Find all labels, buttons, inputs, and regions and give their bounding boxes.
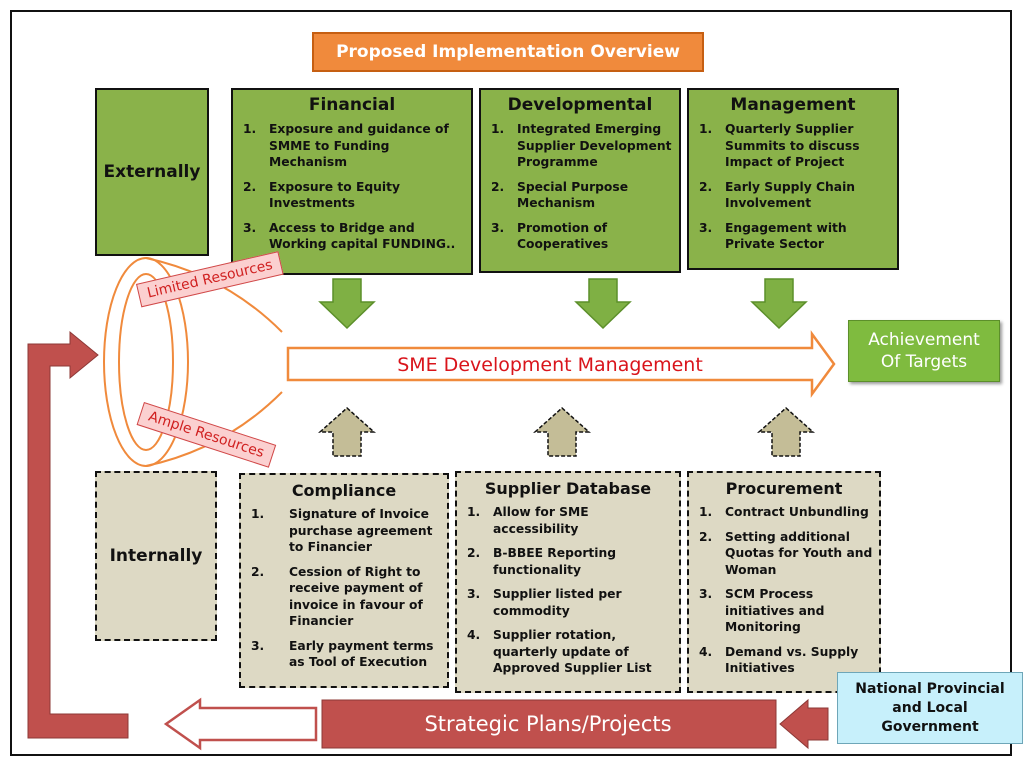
strategic-label: Strategic Plans/Projects [424, 712, 672, 736]
procurement-heading: Procurement [725, 479, 843, 498]
government-arrow [779, 698, 829, 750]
list-item: 1.Allow for SME accessibility [467, 505, 589, 536]
up-arrow-procurement [757, 406, 815, 457]
strategic-banner [321, 699, 777, 749]
up-arrow-compliance [318, 406, 376, 457]
list-item: 2.Exposure to Equity Investments [243, 179, 401, 211]
funnel-inner-ellipse [118, 273, 174, 451]
sme-arrow [286, 330, 836, 398]
government-label: National Provincial and Local Government [855, 680, 1005, 735]
list-item: 2.Special Purpose Mechanism [491, 179, 629, 211]
management-heading: Management [730, 95, 856, 115]
list-item: 3.SCM Process initiatives and Monitoring [699, 587, 825, 634]
list-item: 2.B-BBEE Reporting functionality [467, 546, 617, 577]
sme-development-label: SME Development Management [397, 354, 703, 376]
list-item: 3.Early payment terms as Tool of Executi… [251, 638, 434, 670]
financial-box: Financial 1.Exposure and guidance of SMM… [231, 88, 473, 275]
government-box: National Provincial and Local Government [837, 672, 1023, 744]
list-item: 2.Early Supply Chain Involvement [699, 179, 856, 211]
list-item: 1.Contract Unbundling [699, 505, 869, 519]
list-item: 3.Supplier listed per commodity [467, 587, 622, 618]
procurement-box: Procurement 1.Contract Unbundling 2.Sett… [687, 471, 881, 693]
down-arrow-financial [318, 278, 376, 330]
strategic-left-arrow [163, 697, 318, 751]
supplier-database-heading: Supplier Database [484, 479, 652, 498]
achievement-box: Achievement Of Targets [848, 320, 1000, 382]
management-box: Management 1.Quarterly Supplier Summits … [687, 88, 899, 270]
list-item: 1.Integrated Emerging Supplier Developme… [491, 122, 672, 169]
list-item: 3.Promotion of Cooperatives [491, 220, 609, 252]
feedback-loop-arrow [27, 330, 129, 739]
list-item: 4.Demand vs. Supply Initiatives [699, 644, 859, 676]
up-arrow-supplier-database [533, 406, 591, 457]
list-item: 2.Setting additional Quotas for Youth an… [699, 529, 873, 577]
list-item: 1.Exposure and guidance of SMME to Fundi… [243, 122, 449, 169]
compliance-heading: Compliance [291, 481, 397, 500]
externally-box: Externally [95, 88, 209, 256]
list-item: 2.Cession of Right to receive payment of… [251, 564, 423, 629]
developmental-box: Developmental 1.Integrated Emerging Supp… [479, 88, 681, 273]
list-item: 3.Engagement with Private Sector [699, 220, 847, 252]
financial-heading: Financial [308, 95, 396, 115]
list-item: 3.Access to Bridge and Working capital F… [243, 220, 456, 252]
internally-label: Internally [109, 546, 203, 566]
down-arrow-management [750, 278, 808, 330]
list-item: 1.Quarterly Supplier Summits to discuss … [699, 122, 860, 169]
list-item: 1.Signature of Invoice purchase agreemen… [251, 507, 433, 554]
slide-frame [10, 10, 1012, 756]
supplier-database-box: Supplier Database 1.Allow for SME access… [455, 471, 681, 693]
developmental-heading: Developmental [507, 95, 653, 115]
down-arrow-developmental [574, 278, 632, 330]
achievement-label: Achievement Of Targets [868, 330, 980, 372]
externally-label: Externally [103, 162, 201, 182]
list-item: 4.Supplier rotation, quarterly update of… [467, 628, 652, 675]
page-title: Proposed Implementation Overview [312, 32, 704, 72]
compliance-box: Compliance 1.Signature of Invoice purcha… [239, 473, 449, 688]
internally-box: Internally [95, 471, 217, 641]
